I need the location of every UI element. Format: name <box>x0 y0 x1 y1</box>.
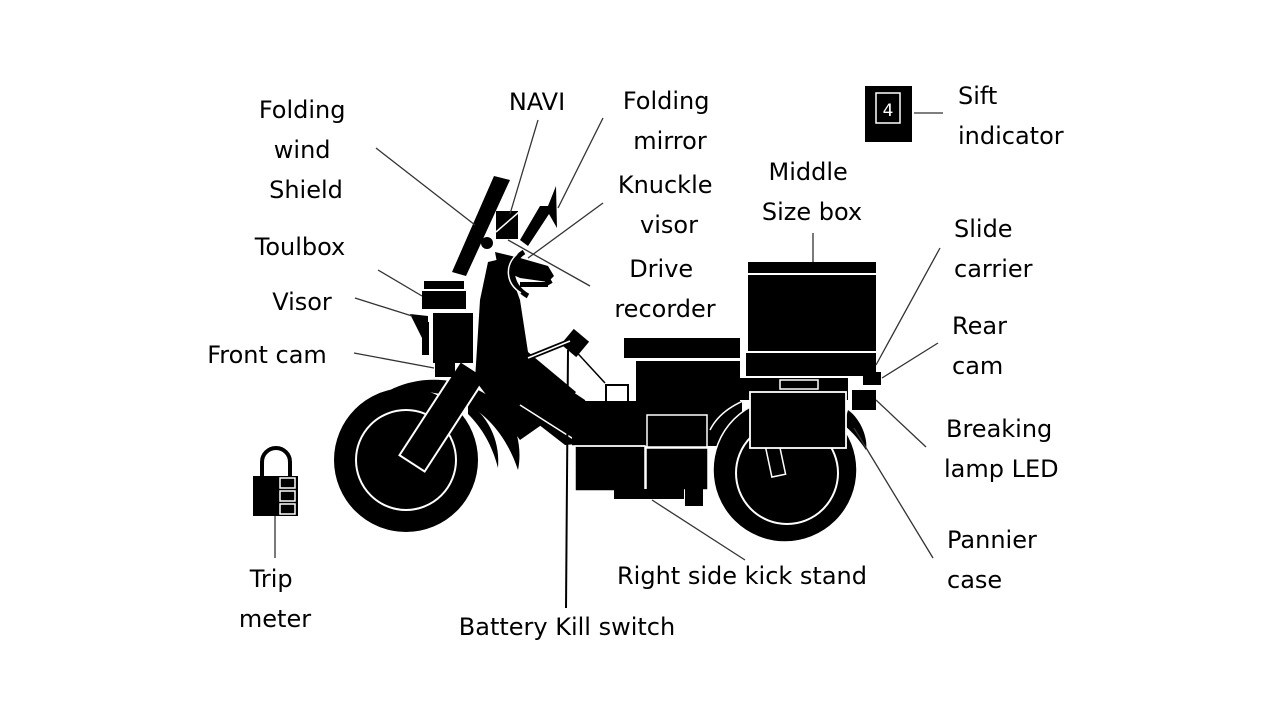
seat-top <box>624 338 740 358</box>
frame-highlight <box>519 404 576 441</box>
front-cam-unit <box>435 363 455 377</box>
label-knuckle-visor: Knuckle visor <box>618 171 720 239</box>
leader-visor <box>354 297 413 317</box>
kick-stand <box>614 489 684 499</box>
label-navi: NAVI <box>509 88 565 116</box>
front-fork <box>398 359 488 473</box>
label-folding-wind-shield: Folding wind Shield <box>259 96 353 204</box>
shift-indicator-value: 4 <box>883 101 894 121</box>
battery <box>646 414 708 448</box>
mirror <box>520 186 557 246</box>
label-pannier-case: Pannier case <box>947 526 1044 594</box>
label-folding-mirror: Folding mirror <box>623 87 717 155</box>
leader-folding-mirror <box>557 117 604 209</box>
leader-wind-shield <box>375 147 476 226</box>
leader-knuckle-visor <box>527 202 604 259</box>
peg-bracket <box>605 384 629 412</box>
leader-drive-recorder <box>507 239 591 287</box>
windshield <box>452 176 510 276</box>
labels: Folding wind Shield NAVI Folding mirror … <box>207 82 1064 641</box>
leader-rear-cam <box>881 342 939 379</box>
box-base <box>746 353 876 376</box>
carrier-plate <box>779 379 819 390</box>
rear-cam-unit <box>863 372 881 385</box>
label-front-cam: Front cam <box>207 341 327 369</box>
knuckle-visor-shape <box>510 249 530 299</box>
label-right-side-kick-stand: Right side kick stand <box>617 562 867 590</box>
box-body <box>748 275 876 351</box>
leader-navi <box>509 119 539 215</box>
trip-meter-icon <box>253 446 298 516</box>
label-rear-cam: Rear cam <box>952 312 1015 380</box>
kick-stand-foot <box>685 482 703 506</box>
leader-front-cam <box>353 352 435 369</box>
leader-toulbox <box>377 269 423 297</box>
leader-kick-stand <box>651 499 746 561</box>
leader-breaking-lamp <box>875 399 927 448</box>
headlight <box>481 237 493 249</box>
front-fender-upper <box>378 379 520 470</box>
handlebar <box>495 252 554 282</box>
label-battery-kill-switch: Battery Kill switch <box>459 613 675 641</box>
leader-pannier-case <box>853 427 934 559</box>
label-toulbox: Toulbox <box>254 233 346 261</box>
front-fender-lower <box>468 402 499 468</box>
label-middle-size-box: Middle Size box <box>762 158 862 226</box>
label-visor: Visor <box>272 288 332 316</box>
headlamp-block <box>433 313 473 363</box>
label-breaking-lamp-led: Breaking lamp LED <box>944 415 1060 483</box>
shift-indicator-icon: 4 <box>865 86 912 142</box>
front-rim <box>355 409 457 511</box>
leader-lines <box>274 112 943 609</box>
box-lid <box>748 262 876 273</box>
toolbox-lid <box>424 281 464 289</box>
toolbox-body <box>422 291 466 309</box>
pannier <box>749 391 847 449</box>
motorcycle-silhouette: 4 <box>253 86 912 543</box>
label-slide-carrier: Slide carrier <box>954 215 1033 283</box>
seat-base <box>636 361 740 401</box>
label-sift-indicator: Sift indicator <box>958 82 1064 150</box>
label-trip-meter: Trip meter <box>239 565 311 633</box>
brake-lamp-unit <box>852 390 876 410</box>
engine-lower <box>574 445 646 492</box>
leader-slide-carrier <box>875 247 941 366</box>
label-drive-recorder: Drive recorder <box>614 255 715 323</box>
leader-kill-switch <box>565 349 569 609</box>
